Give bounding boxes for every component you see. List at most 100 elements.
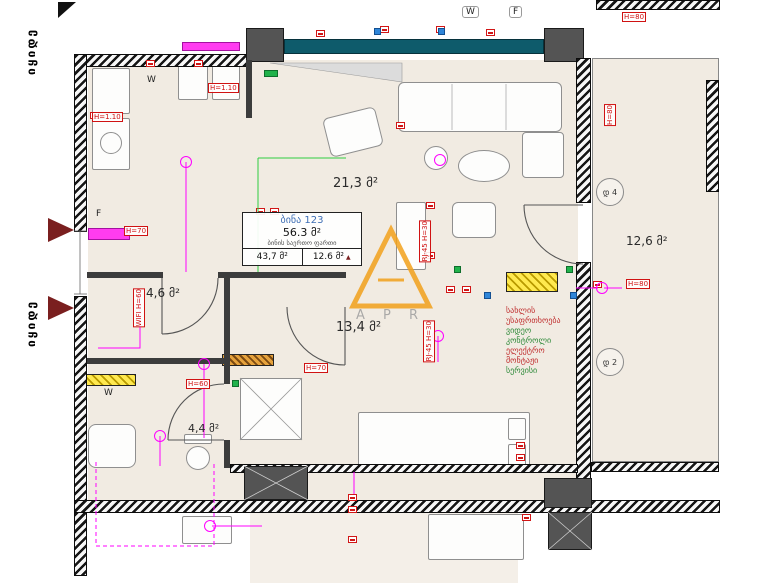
kitchen-sink: [100, 132, 122, 154]
lower-unit-sofa: [428, 514, 524, 560]
wall: [74, 54, 252, 67]
network-point-marker: RJ-45 H=30: [423, 320, 435, 363]
toilet-bowl: [186, 446, 210, 470]
washing-machine: [178, 62, 208, 100]
power-outlet-icon: [516, 454, 525, 461]
wall: [230, 464, 578, 473]
power-outlet-icon: [396, 122, 405, 129]
column: [544, 478, 592, 508]
wall: [74, 296, 87, 512]
power-outlet-icon: [516, 442, 525, 449]
bed: [358, 412, 530, 470]
height-marker: H=80: [604, 104, 616, 127]
promo-line: სახლის: [506, 306, 536, 315]
ceiling-lamp-icon: [154, 430, 166, 442]
partition-wall: [224, 440, 230, 468]
door-ref-circle: დ 2: [596, 348, 624, 376]
promo-line: მონტაჟი: [506, 356, 539, 365]
area-outside: 12.6 მ²▲: [303, 249, 362, 265]
ceiling-lamp-icon: [180, 156, 192, 168]
network-socket-icon: [570, 292, 577, 299]
vent-shaft: [86, 374, 136, 386]
height-marker: H=1.10: [92, 112, 123, 122]
wall: [596, 0, 720, 10]
power-outlet-icon: [380, 26, 389, 33]
power-outlet-icon: [462, 286, 471, 293]
side-label: იყიდე: [24, 300, 38, 347]
room-label-bath: 4,4 მ²: [188, 422, 220, 435]
power-outlet-icon: [522, 514, 531, 521]
north-tick-icon: [58, 2, 76, 18]
light-switch-icon: [454, 266, 461, 273]
light-switch-icon: [566, 266, 573, 273]
promo-line: კონტროლი: [506, 336, 552, 345]
ceiling-lamp-icon: [434, 154, 446, 166]
door-ref-circle: დ 4: [596, 178, 624, 206]
promo-line: უსაფრთხოება: [506, 316, 561, 325]
height-marker: H=60: [186, 379, 211, 389]
sofa: [398, 82, 562, 132]
apartment-number: ბინა 123: [280, 215, 324, 226]
network-point-marker: RJ-45 H=30: [419, 220, 431, 263]
section-marker-icon: [48, 218, 74, 242]
bathtub: [88, 424, 136, 468]
partition-wall: [246, 60, 252, 118]
promo-line: ელექტრო: [506, 346, 545, 355]
height-marker: H=70: [124, 226, 149, 236]
fridge: [92, 68, 130, 114]
network-socket-icon: [484, 292, 491, 299]
section-marker-icon: [48, 296, 74, 320]
light-switch-icon: [264, 70, 278, 77]
area-breakdown: 43,7 მ² 12.6 მ²▲: [243, 248, 361, 265]
ceiling-lamp-icon: [204, 520, 216, 532]
wall: [74, 500, 720, 513]
column: [544, 28, 584, 62]
washer-tag: W: [462, 6, 479, 18]
partition-wall: [224, 278, 230, 384]
total-area: 56.3 მ²: [282, 226, 322, 239]
height-marker: H=1.10: [208, 83, 239, 93]
triangle-icon: ▲: [346, 254, 351, 261]
power-outlet-icon: [446, 286, 455, 293]
column: [246, 28, 284, 62]
area-outside-value: 12.6 მ²: [312, 252, 345, 262]
apartment-info-box: ბინა 123 56.3 მ² ბინის საერთო ფართი 43,7…: [242, 212, 362, 266]
wall: [576, 262, 591, 512]
room-label-balcony: 12,6 მ²: [626, 234, 668, 248]
pillow: [508, 418, 526, 440]
promo-text: სახლის უსაფრთხოება ვიდეო კონტროლი ელექტრ…: [506, 306, 570, 376]
partition-wall: [218, 272, 346, 278]
height-marker: H=80: [626, 279, 651, 289]
power-outlet-icon: [194, 60, 203, 67]
logo-letters: A P R: [356, 308, 426, 323]
wall: [74, 512, 87, 576]
window-opening: [74, 230, 87, 295]
wall: [576, 58, 591, 203]
area-inside: 43,7 მ²: [243, 249, 303, 265]
freezer-tag: F: [96, 209, 102, 219]
room-label-hall: 4,6 მ²: [146, 286, 180, 300]
partition-wall: [87, 358, 227, 364]
armchair: [452, 202, 496, 238]
wall: [74, 54, 87, 232]
power-outlet-icon: [348, 506, 357, 513]
column: [548, 512, 592, 550]
power-outlet-icon: [486, 29, 495, 36]
side-label: იყიდე: [24, 28, 38, 75]
room-label-corridor: 13,4 მ²: [336, 320, 382, 335]
balcony-glazing: [284, 39, 544, 54]
sofa-chaise: [522, 132, 564, 178]
power-outlet-icon: [426, 202, 435, 209]
washer-tag: W: [147, 75, 156, 85]
service-strip: [182, 42, 240, 51]
power-outlet-icon: [348, 536, 357, 543]
network-socket-icon: [438, 28, 445, 35]
freezer-tag: F: [509, 6, 523, 18]
ceiling-lamp-icon: [596, 282, 608, 294]
wall: [706, 80, 719, 192]
light-switch-icon: [232, 380, 239, 387]
coffee-table: [458, 150, 510, 182]
wifi-point-marker: WIFI H=60: [133, 288, 145, 328]
toilet-tank: [184, 434, 212, 444]
